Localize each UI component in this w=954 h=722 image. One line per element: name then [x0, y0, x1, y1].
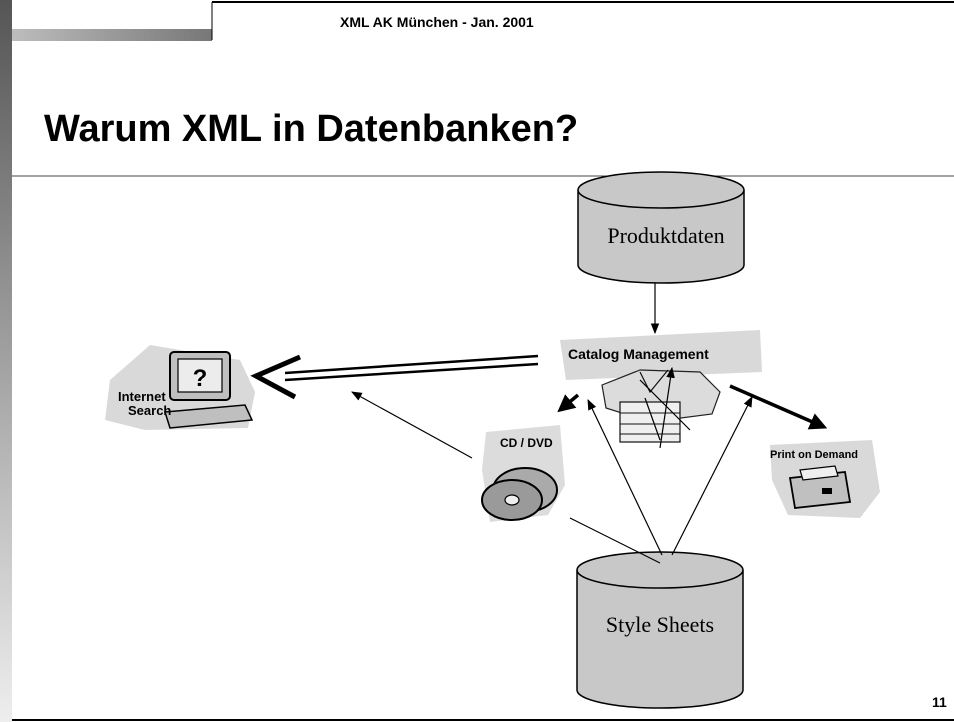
internet-label: Internet: [118, 389, 166, 404]
slide-title: Warum XML in Datenbanken?: [44, 108, 579, 150]
cd-dvd-label: CD / DVD: [500, 436, 553, 450]
search-label: Search: [128, 403, 171, 418]
catalog-inner-arrow-up: [659, 366, 675, 449]
slide-number: 11: [932, 694, 947, 710]
catalog-to-cd-arrow: [557, 393, 580, 413]
top-gradient-bar: [12, 29, 212, 41]
print-on-demand-label: Print on Demand: [770, 449, 858, 461]
catalog-management-clipart: Catalog Management: [560, 330, 762, 443]
header-text: XML AK München - Jan. 2001: [340, 14, 534, 30]
style-sheets-database: Style Sheets: [576, 551, 744, 709]
style-sheets-label: Style Sheets: [606, 612, 714, 637]
catalog-management-label: Catalog Management: [568, 346, 709, 362]
stylesheets-to-cd-line: [569, 517, 661, 564]
cd-to-internet-arrow: [351, 391, 473, 459]
catalog-to-print-arrow: [729, 384, 828, 430]
books-icon: [619, 401, 681, 443]
catalog-inner-line-2: [639, 379, 691, 431]
internet-search-clipart: ? Internet Search: [105, 345, 255, 430]
keyboard-icon: [164, 404, 254, 429]
left-gradient-bar: [0, 0, 12, 722]
stylesheets-to-print-arrow: [671, 396, 753, 556]
catalog-to-internet-arrow: [250, 354, 539, 400]
produktdaten-database: Produktdaten: [577, 171, 745, 284]
catalog-inner-line: [644, 397, 661, 441]
catalog-label-backdrop: [560, 330, 762, 380]
question-mark-icon: ?: [193, 365, 208, 392]
cd-dvd-clipart: CD / DVD: [481, 425, 565, 522]
stylesheets-to-cd-arrow: [587, 399, 663, 556]
produktdaten-label: Produktdaten: [607, 223, 724, 248]
print-on-demand-clipart: Print on Demand: [770, 440, 880, 518]
